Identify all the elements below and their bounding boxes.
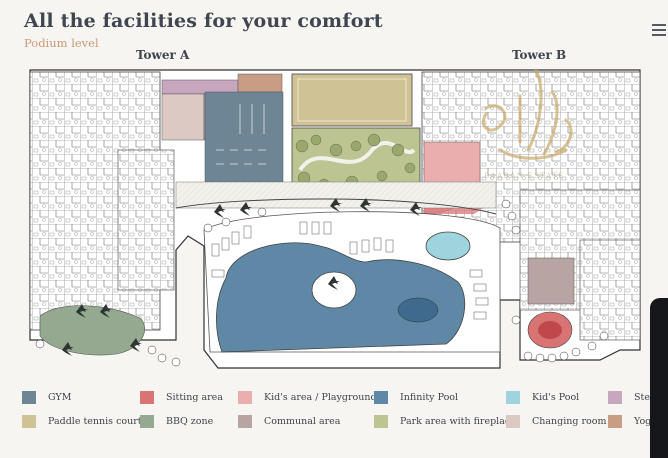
yoga-zone — [237, 73, 283, 93]
legend-item: GYM — [22, 390, 71, 404]
legend-item: Yoga — [608, 414, 657, 428]
page-subtitle: Podium level — [24, 36, 99, 50]
legend-swatch — [374, 390, 388, 404]
legend-swatch — [506, 414, 520, 428]
legend-label: Sitting area — [166, 391, 223, 403]
legend-label: Kid's Pool — [532, 391, 580, 403]
legend-swatch — [238, 390, 252, 404]
legend-label: Kid's area / Playground — [264, 391, 377, 403]
legend-label: Steam — [634, 392, 665, 403]
legend-swatch — [22, 390, 36, 404]
legend-swatch — [374, 414, 388, 428]
legend-item: Communal area — [238, 414, 340, 428]
gym-zone — [204, 91, 284, 183]
legend-item: Paddle tennis court — [22, 414, 142, 428]
kids-pool-zone — [425, 231, 471, 261]
legend-item: Sitting area — [140, 390, 223, 404]
legend-item: BBQ zone — [140, 414, 213, 428]
legend-swatch — [506, 390, 520, 404]
tower-a-label: Tower A — [136, 48, 190, 62]
legend-swatch — [608, 390, 622, 404]
legend-swatch — [140, 414, 154, 428]
legend-item: Park area with fireplace — [374, 414, 516, 428]
logo-watermark-icon — [481, 68, 573, 160]
legend-label: Changing room — [532, 415, 607, 427]
communal-area-b — [527, 257, 575, 305]
changing-room-zone — [161, 93, 205, 141]
legend-swatch — [140, 390, 154, 404]
legend-swatch — [608, 414, 622, 428]
legend-item: Infinity Pool — [374, 390, 458, 404]
page-title: All the facilities for your comfort — [24, 10, 383, 32]
legend-item: Steam — [608, 390, 665, 404]
legend-swatch — [22, 414, 36, 428]
legend-item: Kid's area / Playground — [238, 390, 377, 404]
legend-label: Yoga — [634, 415, 657, 427]
menu-lines-icon — [652, 24, 666, 48]
device-frame-edge — [650, 298, 668, 458]
legend-swatch — [238, 414, 252, 428]
legend-label: Infinity Pool — [400, 391, 459, 403]
legend-label: Park area with fireplace — [400, 415, 516, 427]
paddle-court-zone — [291, 73, 413, 127]
legend-label: GYM — [48, 391, 72, 403]
legend-item: Kid's Pool — [506, 390, 579, 404]
legend-label: Paddle tennis court — [48, 415, 142, 427]
legend-item: Changing room — [506, 414, 607, 428]
legend-label: BBQ zone — [166, 415, 214, 427]
watermark-text: BAARAN ESTATE — [484, 172, 565, 180]
tower-b-label: Tower B — [512, 48, 567, 62]
legend-label: Communal area — [264, 415, 341, 427]
